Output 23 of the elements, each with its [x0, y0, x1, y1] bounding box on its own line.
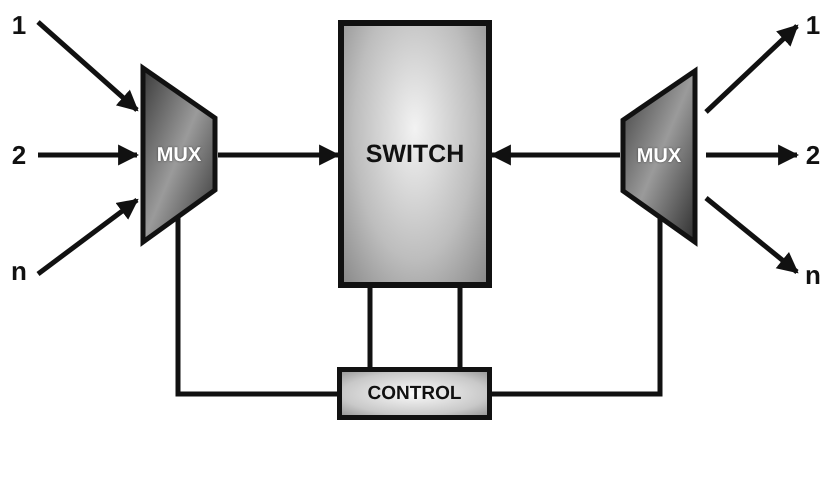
connector-line	[458, 288, 462, 367]
arrow	[704, 24, 799, 114]
port-number: n	[805, 260, 821, 290]
node-label: CONTROL	[368, 382, 462, 404]
port-number: 2	[806, 140, 820, 170]
arrow	[218, 144, 340, 166]
arrow	[36, 198, 139, 276]
port-number: 2	[12, 140, 26, 170]
node-label: MUX	[156, 144, 202, 166]
arrow	[706, 144, 800, 166]
arrow	[36, 20, 139, 112]
arrow	[38, 144, 140, 166]
port-number: n	[11, 256, 27, 286]
arrow	[704, 196, 799, 274]
control-box	[337, 367, 492, 420]
port-number: 1	[806, 10, 820, 40]
connector-line	[176, 218, 337, 396]
connector-line	[368, 288, 372, 367]
node-label: MUX	[636, 145, 682, 168]
node-label: SWITCH	[366, 140, 464, 168]
port-number: 1	[12, 10, 26, 40]
switch-box	[338, 20, 492, 288]
connector-line	[492, 218, 662, 396]
